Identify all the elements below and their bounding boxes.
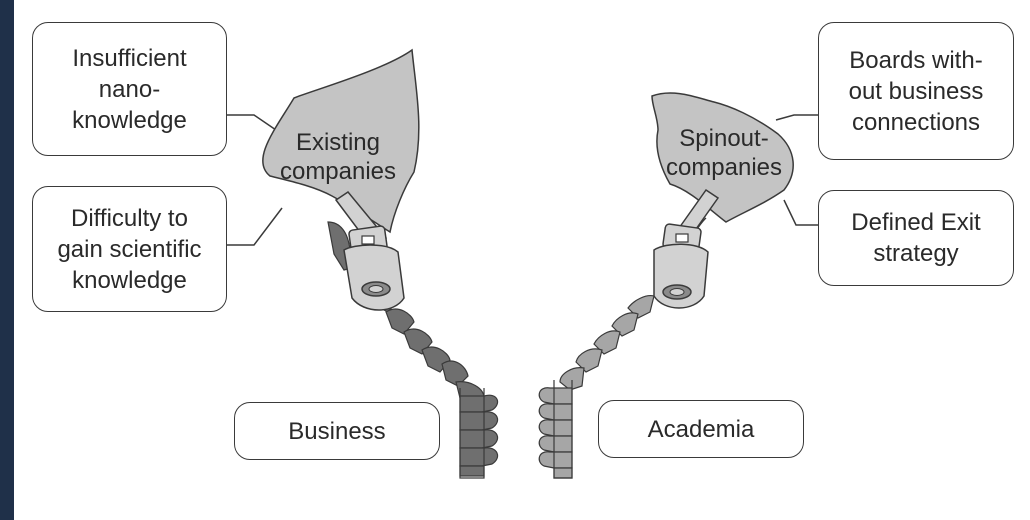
diagram-canvas: Existing companies Spinout- companies In… <box>14 0 1030 520</box>
spinout-companies-blob <box>651 92 794 223</box>
spinout-companies-label: Spinout- companies <box>665 125 783 181</box>
connector-line-insufficient <box>221 114 277 131</box>
academia-box: Academia <box>598 400 804 458</box>
business-box: Business <box>234 402 440 460</box>
difficulty-scientific-knowledge-box: Difficulty to gain scientific knowledge <box>32 186 227 312</box>
connector-line-exit <box>783 199 818 226</box>
defined-exit-strategy-box: Defined Exit strategy <box>818 190 1014 286</box>
existing-companies-blob <box>262 48 420 234</box>
left-zipper-teeth <box>327 221 499 477</box>
connector-line-boards <box>775 114 818 121</box>
connector-line-difficulty <box>221 207 283 246</box>
existing-companies-label: Existing companies <box>279 129 397 185</box>
zipper-illustration <box>221 48 818 479</box>
insufficient-nano-knowledge-box: Insufficient nano- knowledge <box>32 22 227 156</box>
right-zipper-pull <box>653 188 720 309</box>
left-zipper-pull <box>334 191 405 311</box>
boards-without-business-box: Boards with- out business connections <box>818 22 1014 160</box>
